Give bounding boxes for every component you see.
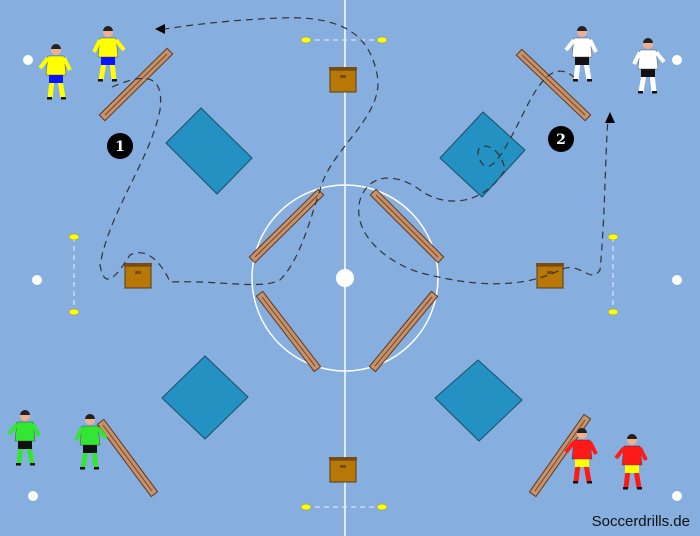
player-icon (74, 414, 108, 470)
run-paths (99, 17, 609, 286)
cone (607, 233, 619, 241)
cone (300, 36, 312, 44)
box (329, 457, 357, 483)
cone (68, 233, 80, 241)
marker-2: 2 (548, 126, 574, 152)
mat (165, 107, 253, 195)
benches (96, 47, 592, 498)
player-icon (7, 410, 41, 466)
players (7, 26, 666, 490)
box (124, 263, 152, 289)
arrow-head-icon (605, 112, 615, 123)
mat (434, 359, 523, 442)
vaulting-boxes (124, 67, 564, 483)
marker-1: 1 (107, 133, 133, 159)
player-icon (632, 38, 666, 94)
cone (300, 503, 312, 511)
box (536, 263, 564, 289)
cone-gates (68, 36, 619, 511)
player-icon (38, 44, 72, 100)
player-icon (614, 434, 648, 490)
cone (607, 308, 619, 316)
cone (68, 308, 80, 316)
bench (248, 188, 325, 264)
cone (376, 503, 388, 511)
corner-dots (23, 55, 682, 501)
bench (98, 47, 174, 122)
blue-mats (161, 107, 526, 442)
center-spot (336, 269, 354, 287)
bench (96, 418, 159, 498)
path-1 (99, 17, 379, 286)
bench (515, 48, 592, 122)
bench (369, 188, 445, 264)
mat (439, 111, 526, 198)
player-icon (564, 26, 598, 82)
svg-text:2: 2 (556, 132, 566, 148)
brand-watermark: Soccerdrills.de (591, 513, 690, 530)
bench (255, 290, 322, 373)
center-circle (251, 184, 439, 372)
bench (368, 290, 439, 373)
player-icon (92, 26, 126, 82)
bench (528, 413, 592, 498)
arrow-head-icon (155, 24, 165, 34)
mat (161, 355, 249, 440)
cone (376, 36, 388, 44)
player-icon (564, 428, 598, 484)
box (329, 67, 357, 93)
svg-text:1: 1 (115, 139, 125, 155)
